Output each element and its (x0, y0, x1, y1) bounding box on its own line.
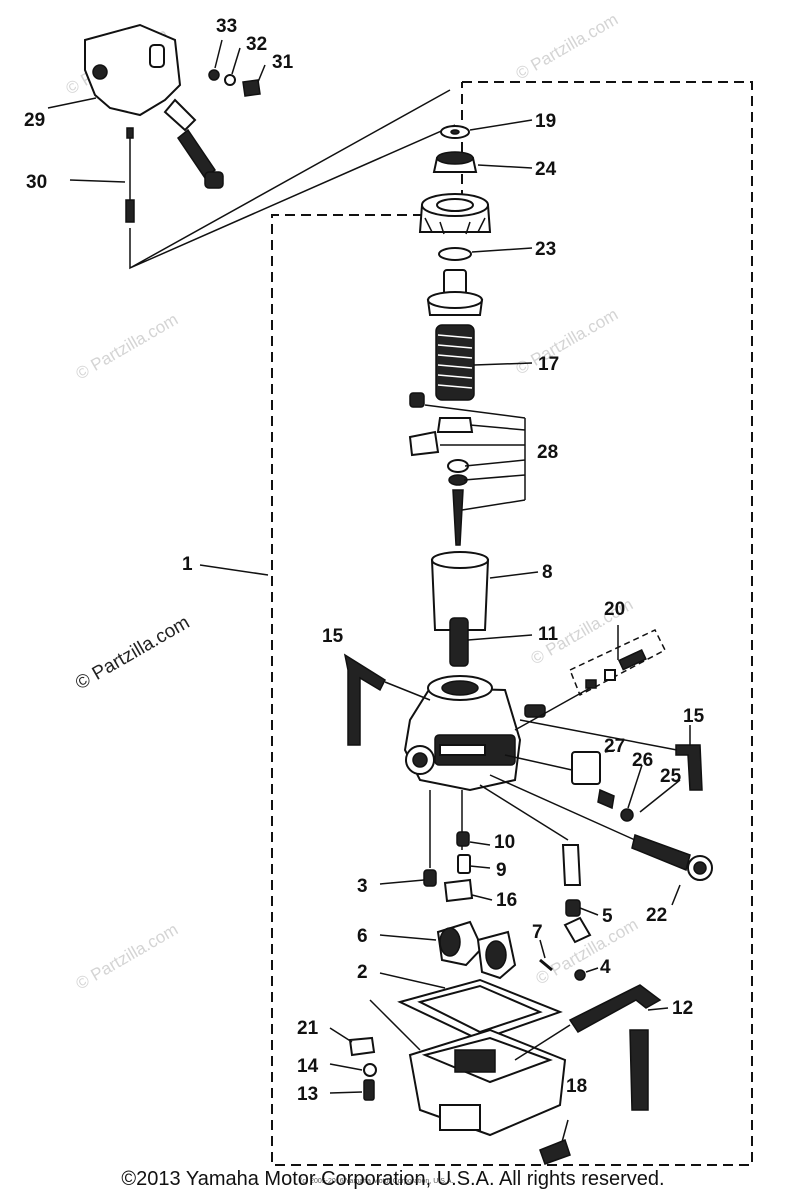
cable-fitting (125, 127, 135, 223)
label-11: 11 (538, 624, 559, 645)
label-22: 22 (646, 905, 667, 926)
label-31: 31 (272, 52, 294, 73)
label-12: 12 (672, 998, 693, 1019)
pilot-screw-set (514, 629, 666, 731)
float (436, 920, 517, 980)
label-20: 20 (604, 599, 625, 620)
throttle-housing (84, 23, 224, 189)
watermark-text: © Partzilla.com (73, 920, 182, 994)
label-18: 18 (566, 1076, 587, 1097)
label-25: 25 (660, 766, 682, 787)
label-15-left: 15 (322, 626, 344, 647)
watermark-text: © Partzilla.com (73, 310, 182, 384)
label-30: 30 (26, 172, 47, 193)
label-19: 19 (535, 111, 556, 132)
needle-jet (449, 617, 469, 667)
top-cap (432, 151, 478, 173)
carburetor-body (403, 675, 546, 792)
label-32: 32 (246, 34, 267, 55)
label-21: 21 (297, 1018, 319, 1039)
label-29: 29 (24, 110, 45, 131)
bowl-screws (348, 1036, 377, 1101)
part-labels: 1 2 3 4 5 6 7 8 9 10 11 12 13 14 15 15 1… (24, 16, 705, 1105)
label-23: 23 (535, 239, 556, 260)
label-28: 28 (537, 442, 558, 463)
drain-hose (514, 984, 662, 1111)
top-washer (440, 125, 470, 139)
vent-hose-right (519, 719, 703, 791)
leader-lines (47, 39, 691, 1143)
copyright-footer: ©2013 Yamaha Motor Corporation, U.S.A. A… (121, 1168, 665, 1190)
label-2: 2 (357, 962, 368, 983)
watermark-text: © Partzilla.com (72, 612, 193, 694)
label-13: 13 (297, 1084, 318, 1105)
watermark-text: © Partzilla.com (513, 305, 622, 379)
label-33: 33 (216, 16, 237, 37)
small-credit: (c) 2005-2016 Yamaha Motor Corporation, … (300, 1178, 453, 1185)
vent-hose-left (343, 653, 431, 746)
label-14: 14 (297, 1056, 319, 1077)
label-7: 7 (532, 922, 543, 943)
throttle-valve (430, 551, 490, 631)
small-fasteners (208, 69, 261, 97)
label-4: 4 (600, 957, 611, 978)
watermark-text: © Partzilla.com (533, 915, 642, 989)
throttle-spring (435, 324, 475, 401)
label-16: 16 (496, 890, 517, 911)
float-bowl (369, 999, 567, 1137)
label-5: 5 (602, 906, 613, 927)
label-9: 9 (496, 860, 507, 881)
choke-plunger-parts (504, 751, 634, 822)
label-24: 24 (535, 159, 557, 180)
watermark-text: © Partzilla.com (513, 10, 622, 84)
valve-top-plate (426, 269, 484, 316)
label-10: 10 (494, 832, 515, 853)
lower-jets (423, 784, 592, 981)
cable-link-line (129, 89, 456, 270)
label-6: 6 (357, 926, 368, 947)
label-8: 8 (542, 562, 553, 583)
float-bowl-gasket (397, 978, 563, 1042)
label-15-right: 15 (683, 706, 705, 727)
o-ring (438, 247, 472, 261)
label-26: 26 (632, 750, 653, 771)
label-17: 17 (538, 354, 559, 375)
label-3: 3 (357, 876, 368, 897)
label-27: 27 (604, 736, 625, 757)
drain-screw (539, 1139, 571, 1165)
watermarks: © Partzilla.com © Partzilla.com © Partzi… (63, 10, 642, 994)
throttle-stop-screw (489, 774, 713, 881)
chamber-top-ring (418, 193, 492, 235)
jet-needle-set (408, 392, 526, 546)
label-1: 1 (182, 554, 193, 575)
